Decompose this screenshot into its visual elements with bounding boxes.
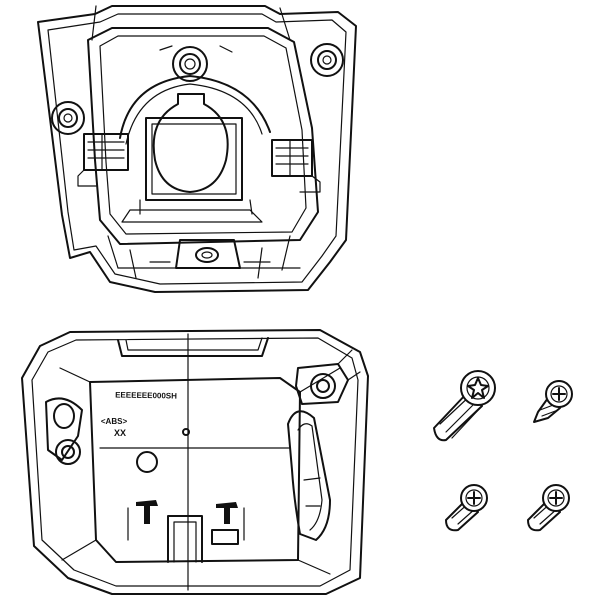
- screw-small-phillips-left: [445, 484, 488, 532]
- part-code-text: EEEEEEE000SH: [115, 390, 177, 400]
- lower-housing: EEEEEEE000SH <ABS> XX: [21, 329, 369, 595]
- upper-housing: [37, 5, 357, 293]
- screw-small-phillips-right: [527, 484, 570, 532]
- screw-short-pointed: [533, 380, 573, 423]
- marking-xx-text: XX: [114, 428, 126, 438]
- material-marking-text: <ABS>: [101, 417, 128, 426]
- screw-long-torx: [433, 370, 496, 442]
